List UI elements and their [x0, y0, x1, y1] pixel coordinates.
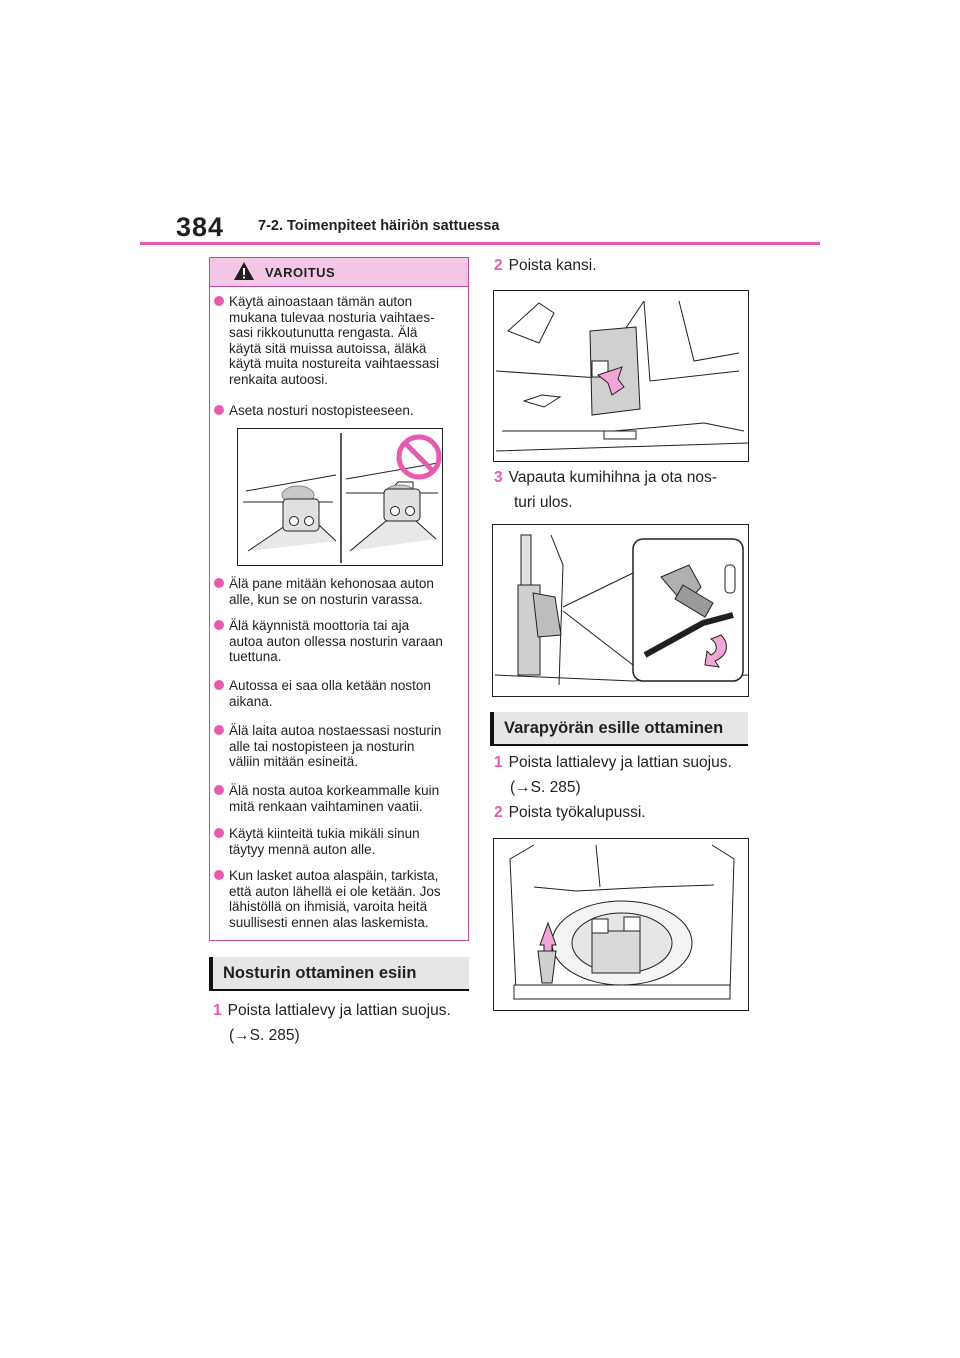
warning-box: VAROITUS Käytä ainoastaan tämän auton mu… [209, 257, 469, 941]
rotate-arrow-icon [704, 634, 727, 668]
bullet-icon [214, 620, 224, 630]
bullet-icon [214, 405, 224, 415]
cover-removal-figure [493, 290, 749, 462]
bullet-icon [214, 870, 224, 880]
step-item-continued: turi ulos. [514, 494, 573, 511]
section-heading-spare: Varapyörän esille ottaminen [490, 712, 748, 746]
tool-bag-figure [493, 838, 749, 1011]
arrow-icon [596, 366, 625, 396]
page-number: 384 [176, 212, 225, 242]
bullet-icon [214, 578, 224, 588]
warning-icon [234, 262, 254, 280]
warning-header: VAROITUS [210, 258, 468, 286]
warning-item: Käytä ainoastaan tämän auton mukana tule… [214, 294, 464, 387]
bullet-icon [214, 725, 224, 735]
warning-item: Autossa ei saa olla ketään noston aikana… [214, 678, 464, 709]
section-title: 7-2. Toimenpiteet häiriön sattuessa [258, 218, 500, 234]
jack-point-figure [237, 428, 443, 566]
section-heading-jack: Nosturin ottaminen esiin [209, 957, 469, 991]
warning-item: Kun lasket autoa alaspäin, tarkista, ett… [214, 868, 464, 930]
prohibited-icon [396, 434, 442, 480]
bullet-icon [214, 680, 224, 690]
page-reference: (→S. 285) [229, 1027, 300, 1044]
up-arrow-icon [539, 921, 557, 952]
warning-title: VAROITUS [265, 265, 336, 280]
bullet-icon [214, 296, 224, 306]
page-reference: (→S. 285) [510, 779, 581, 796]
header-rule [140, 242, 820, 245]
warning-item: Älä nosta autoa korkeammalle kuin mitä r… [214, 783, 464, 814]
warning-item: Älä pane mitään kehonosaa auton alle, ku… [214, 576, 464, 607]
warning-item: Aseta nosturi nostopisteeseen. [214, 403, 464, 419]
jack-removal-figure [492, 524, 749, 697]
warning-item: Käytä kiinteitä tukia mikäli sinun täyty… [214, 826, 464, 857]
warning-item: Älä laita autoa nostaessasi nosturin all… [214, 723, 464, 770]
bullet-icon [214, 828, 224, 838]
bullet-icon [214, 785, 224, 795]
warning-item: Älä käynnistä moottoria tai aja autoa au… [214, 618, 464, 665]
